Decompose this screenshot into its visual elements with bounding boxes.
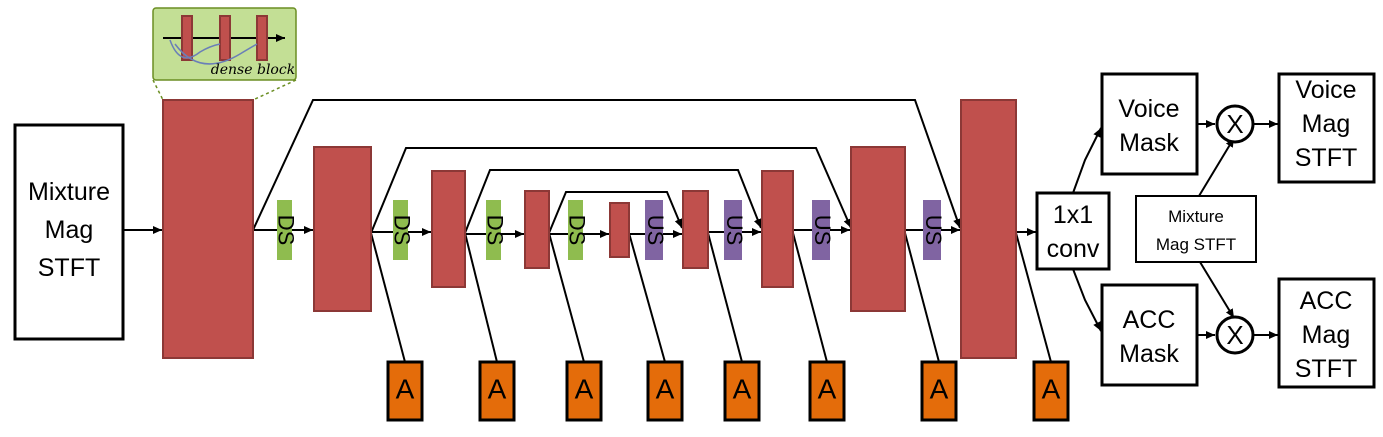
sampling-layers: DS DS DS DS US US US US (274, 200, 946, 260)
multiply-voice: X (1215, 104, 1255, 144)
svg-text:A: A (930, 373, 949, 404)
svg-text:US: US (810, 215, 835, 246)
mixture-mag-stft-small: Mixture Mag STFT (1135, 195, 1257, 263)
attention-7: A (920, 360, 958, 422)
encoder-block-3 (431, 170, 466, 288)
conv-line2: conv (1047, 235, 1100, 263)
attention-connections (370, 232, 1052, 363)
multiply-voice-symbol: X (1226, 109, 1243, 139)
decoder-block-3 (850, 146, 906, 312)
svg-text:A: A (733, 373, 752, 404)
attention-6: A (808, 360, 846, 422)
ds-2: DS (390, 200, 415, 260)
bottleneck-block (609, 202, 630, 258)
multiply-acc: X (1215, 315, 1255, 355)
conv-1x1: 1x1 conv (1035, 191, 1111, 271)
acc-out-line1: ACC (1300, 287, 1353, 315)
ds-3: DS (483, 200, 508, 260)
acc-mask-line1: ACC (1123, 306, 1176, 334)
input-line3: STFT (38, 254, 101, 282)
acc-mask: ACC Mask (1100, 283, 1199, 387)
attention-1: A (386, 360, 424, 422)
voice-out-line3: STFT (1295, 144, 1358, 172)
dense-block-inset: dense block (152, 7, 297, 101)
acc-mag-stft-output: ACC Mag STFT (1277, 277, 1376, 389)
svg-text:DS: DS (274, 215, 299, 246)
svg-text:A: A (1042, 373, 1061, 404)
voice-mask: Voice Mask (1100, 72, 1199, 176)
input-mixture-mag-stft: Mixture Mag STFT (13, 123, 125, 341)
dense-block-label: dense block (211, 62, 295, 78)
svg-text:DS: DS (565, 215, 590, 246)
voice-mask-line1: Voice (1118, 95, 1179, 123)
acc-out-line2: Mag (1302, 321, 1351, 349)
svg-text:A: A (818, 373, 837, 404)
acc-mask-line2: Mask (1119, 340, 1179, 368)
attention-8: A (1032, 360, 1070, 422)
input-line2: Mag (45, 216, 94, 244)
svg-text:DS: DS (390, 215, 415, 246)
svg-text:A: A (396, 373, 415, 404)
us-4: US (921, 200, 946, 260)
voice-out-line2: Mag (1302, 110, 1351, 138)
attention-modules: A A A A A A A A (386, 360, 1070, 422)
mixture-small-line2: Mag STFT (1156, 235, 1236, 254)
decoder-block-1 (682, 190, 709, 269)
multiply-acc-symbol: X (1226, 320, 1243, 350)
ds-1: DS (274, 200, 299, 260)
svg-text:US: US (722, 215, 747, 246)
decoder-block-4 (960, 99, 1017, 359)
encoder-block-4 (524, 190, 550, 269)
attention-3: A (565, 360, 603, 422)
svg-text:US: US (921, 215, 946, 246)
voice-mask-line2: Mask (1119, 129, 1179, 157)
svg-text:US: US (643, 215, 668, 246)
svg-text:DS: DS (483, 215, 508, 246)
dense-blocks (162, 99, 1017, 359)
conv-line1: 1x1 (1053, 201, 1093, 229)
svg-text:A: A (656, 373, 675, 404)
attention-5: A (723, 360, 761, 422)
attention-4: A (646, 360, 684, 422)
attention-2: A (478, 360, 516, 422)
input-line1: Mixture (28, 178, 110, 206)
ds-4: DS (565, 200, 590, 260)
mask-arrows (1072, 120, 1278, 339)
us-3: US (810, 200, 835, 260)
us-1: US (643, 200, 668, 260)
svg-text:A: A (575, 373, 594, 404)
svg-text:A: A (488, 373, 507, 404)
mixture-small-line1: Mixture (1168, 207, 1224, 226)
acc-out-line3: STFT (1295, 355, 1358, 383)
skip-connections (252, 99, 961, 234)
voice-mag-stft-output: Voice Mag STFT (1277, 72, 1376, 184)
encoder-block-2 (313, 146, 372, 312)
encoder-block-1 (162, 99, 254, 359)
us-2: US (722, 200, 747, 260)
decoder-block-2 (761, 170, 794, 288)
voice-out-line1: Voice (1295, 76, 1356, 104)
